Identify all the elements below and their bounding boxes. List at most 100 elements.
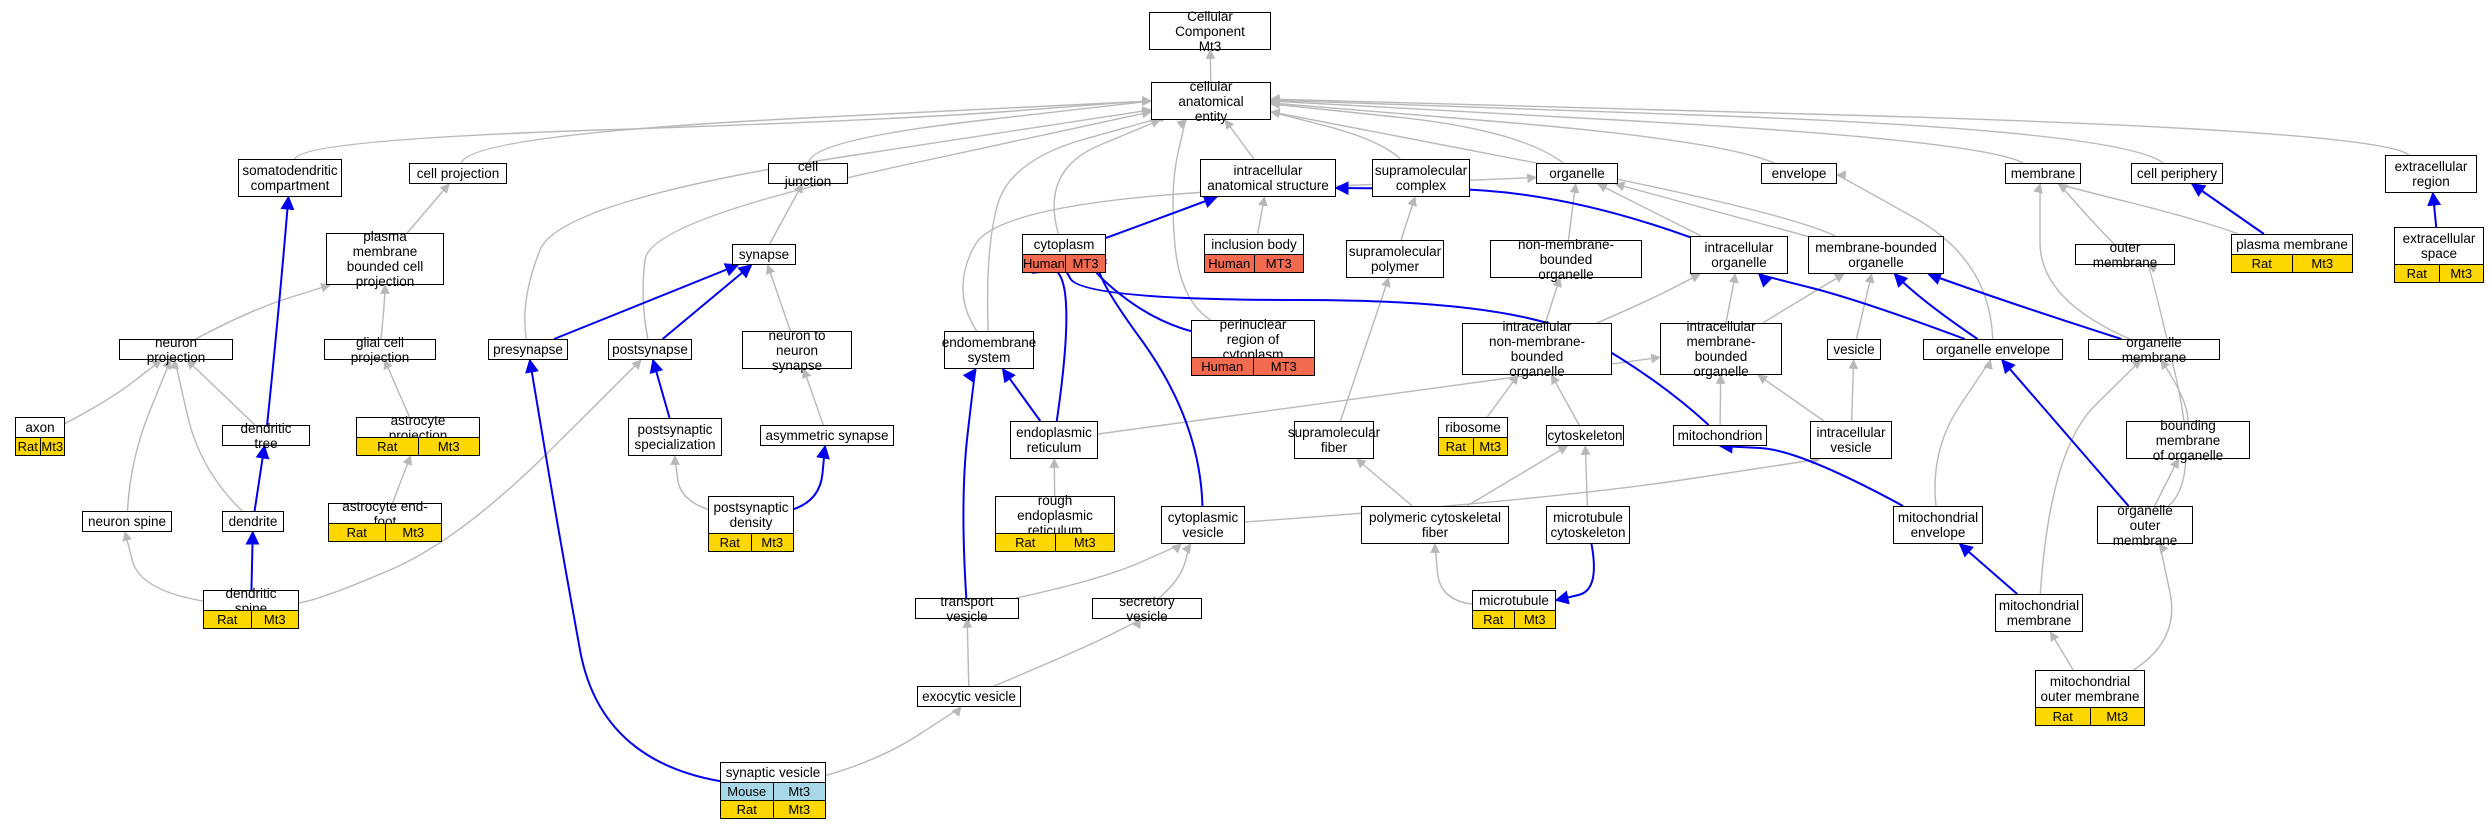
node-extracellreg[interactable]: extracellular region — [2385, 155, 2477, 193]
node-orgoutermem[interactable]: organelle outer membrane — [2097, 503, 2193, 548]
node-polycytofiber[interactable]: polymeric cytoskeletal fiber — [1361, 506, 1509, 544]
annotation-gene: Mt3 — [2438, 265, 2484, 282]
node-intraorg[interactable]: intracellular organelle — [1690, 236, 1788, 274]
edge-supramolfiber-to-supramolpoly — [1339, 277, 1391, 422]
node-mito[interactable]: mitochondrion — [1673, 425, 1767, 446]
node-supramolfiber[interactable]: supramolecular fiber — [1288, 421, 1380, 459]
node-intracell_as[interactable]: intracellular anatomical structure — [1200, 159, 1336, 197]
node-mtcyto[interactable]: microtubule cytoskeleton — [1546, 506, 1630, 544]
node-microtubule[interactable]: microtubule — [1472, 590, 1556, 611]
annotation-gene: MT3 — [1064, 255, 1105, 272]
node-nonmemorg[interactable]: non-membrane-bounded organelle — [1490, 237, 1642, 282]
node-orgenv[interactable]: organelle envelope — [1923, 339, 2063, 360]
node-vesicle[interactable]: vesicle — [1827, 339, 1881, 360]
node-perinuclear[interactable]: perinuclear region of cytoplasm — [1191, 317, 1315, 362]
node-cellperiph[interactable]: cell periphery — [2131, 163, 2223, 184]
node-transvesicle[interactable]: transport vesicle — [915, 594, 1019, 624]
node-organelle[interactable]: organelle — [1536, 163, 1618, 184]
edge-outermem-to-membrane — [2057, 183, 2115, 245]
node-presynapse[interactable]: presynapse — [488, 339, 568, 360]
edge-orgenv-to-membound — [1893, 272, 1979, 340]
node-neuronproj[interactable]: neuron projection — [119, 335, 233, 365]
node-root[interactable]: Cellular Component Mt3 — [1149, 9, 1271, 54]
node-asymsyn[interactable]: asymmetric synapse — [760, 425, 894, 446]
node-exovesicle[interactable]: exocytic vesicle — [917, 686, 1021, 707]
node-extracellspace[interactable]: extracellular space — [2394, 227, 2484, 265]
node-envelope[interactable]: envelope — [1761, 163, 1837, 184]
edge-neuronproj-to-pmbcp — [195, 282, 331, 340]
edge-cellperiph-to-cae — [1270, 95, 2164, 164]
node-orgmem[interactable]: organelle membrane — [2088, 335, 2220, 365]
annotation-species: Rat — [719, 535, 740, 550]
node-cytoplasm[interactable]: cytoplasm — [1022, 234, 1106, 255]
node-er[interactable]: endoplasmic reticulum — [1010, 421, 1098, 459]
node-supramol[interactable]: supramolecular complex — [1372, 159, 1470, 197]
node-mitooutermem[interactable]: mitochondrial outer membrane — [2035, 670, 2145, 708]
annotation-gene: Mt3 — [750, 534, 794, 551]
node-n2n[interactable]: neuron to neuron synapse — [742, 328, 852, 373]
edge-endomem-to-cae — [986, 112, 1164, 332]
node-postsynspec[interactable]: postsynaptic specialization — [628, 418, 722, 456]
node-inclusion[interactable]: inclusion body — [1204, 234, 1304, 255]
edge-psd-to-postsynspec — [670, 455, 709, 511]
node-astroproj[interactable]: astrocyte projection — [356, 413, 480, 443]
node-supramolpoly[interactable]: supramolecular polymer — [1346, 240, 1444, 278]
node-psd[interactable]: postsynaptic density — [708, 496, 794, 534]
edge-transvesicle-to-cytovesicle — [1015, 543, 1182, 599]
node-cae[interactable]: cellular anatomical entity — [1151, 79, 1271, 124]
edge-mitomem-to-mitoenv — [1958, 543, 2018, 595]
node-cellproj[interactable]: cell projection — [409, 163, 507, 184]
edge-nonmemorg-to-organelle — [1567, 183, 1580, 241]
node-glialproj[interactable]: glial cell projection — [324, 335, 436, 365]
edge-envelope-to-cae — [1270, 98, 1775, 164]
edge-mitooutermem-to-mitomem — [2049, 631, 2074, 671]
node-synapse[interactable]: synapse — [732, 244, 796, 265]
edge-orgmem-to-membrane — [2033, 183, 2131, 340]
node-outermem[interactable]: outer membrane — [2075, 240, 2175, 270]
node-intramembound[interactable]: intracellular membrane-bounded organelle — [1660, 319, 1782, 379]
node-astroendfoot[interactable]: astrocyte end-foot — [328, 499, 442, 529]
edge-axon-to-neuronproj — [64, 359, 163, 425]
edge-dendtree-to-neuronproj — [186, 359, 256, 426]
node-neuronspine[interactable]: neuron spine — [82, 511, 172, 532]
annotation-species: Rat — [17, 439, 38, 454]
node-secvesicle[interactable]: secretory vesicle — [1092, 594, 1202, 624]
node-mitomem[interactable]: mitochondrial membrane — [1995, 594, 2083, 632]
node-celljunc[interactable]: cell junction — [768, 159, 848, 189]
annotation-extracellspace-0: Rat Mt3 — [2394, 265, 2484, 283]
node-synvesicle[interactable]: synaptic vesicle — [720, 762, 826, 783]
edge-glialproj-to-pmbcp — [380, 284, 390, 340]
node-postsynapse[interactable]: postsynapse — [608, 339, 692, 360]
node-cytovesicle[interactable]: cytoplasmic vesicle — [1161, 506, 1245, 544]
node-endomem[interactable]: endomembrane system — [942, 331, 1036, 369]
node-membrane[interactable]: membrane — [2005, 163, 2081, 184]
node-somato[interactable]: somatodendritic compartment — [238, 159, 342, 197]
edge-postsynapse-to-cae — [642, 108, 1152, 340]
node-mitoenv[interactable]: mitochondrial envelope — [1893, 506, 1983, 544]
node-ribosome[interactable]: ribosome — [1438, 417, 1508, 438]
node-intranonmem[interactable]: intracellular non-membrane-bounded organ… — [1462, 319, 1612, 379]
node-pmbcp[interactable]: plasma membrane bounded cell projection — [326, 229, 444, 289]
node-dendtree[interactable]: dendritic tree — [222, 421, 310, 451]
node-plasmamem[interactable]: plasma membrane — [2231, 234, 2353, 255]
node-axon[interactable]: axon — [15, 417, 65, 438]
node-membound[interactable]: membrane-bounded organelle — [1808, 236, 1944, 274]
node-intravesicle[interactable]: intracellular vesicle — [1810, 421, 1892, 459]
node-cytoskeleton[interactable]: cytoskeleton — [1546, 425, 1624, 446]
edge-somato-to-cae — [294, 96, 1152, 160]
node-rer[interactable]: rough endoplasmic reticulum — [995, 493, 1115, 538]
annotation-gene: MT3 — [1252, 358, 1315, 375]
node-boundmem[interactable]: bounding membrane of organelle — [2126, 418, 2250, 463]
edge-n2n-to-synapse — [765, 264, 792, 332]
node-dendspine[interactable]: dendritic spine — [203, 586, 299, 616]
node-dendrite[interactable]: dendrite — [222, 511, 284, 532]
edge-mitoenv-to-orgenv — [1934, 359, 1993, 507]
annotation-species: Rat — [2406, 266, 2427, 281]
annotation-species: Rat — [377, 439, 398, 454]
